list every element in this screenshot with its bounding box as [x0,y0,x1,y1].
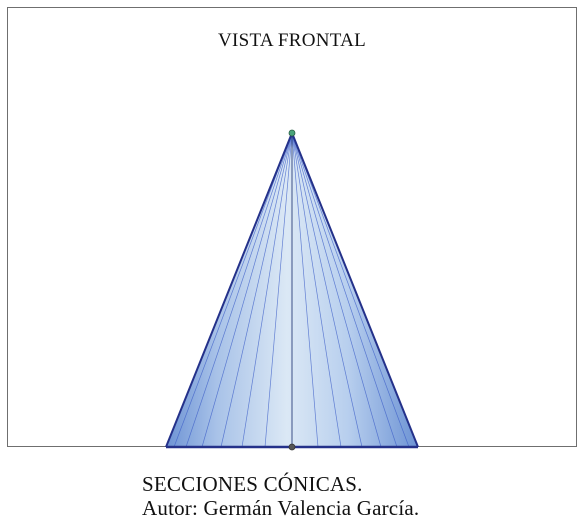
caption-title: SECCIONES CÓNICAS. [142,472,363,496]
left-outline [165,132,293,448]
apex-point-icon[interactable] [288,129,296,137]
generatrix-lines [173,132,410,448]
right-outline [291,132,419,448]
base-center-point-icon[interactable] [288,443,296,451]
caption-author: Autor: Germán Valencia García. [142,496,420,520]
caption: SECCIONES CÓNICAS. Autor: Germán Valenci… [142,472,419,520]
view-title: VISTA FRONTAL [217,30,367,51]
